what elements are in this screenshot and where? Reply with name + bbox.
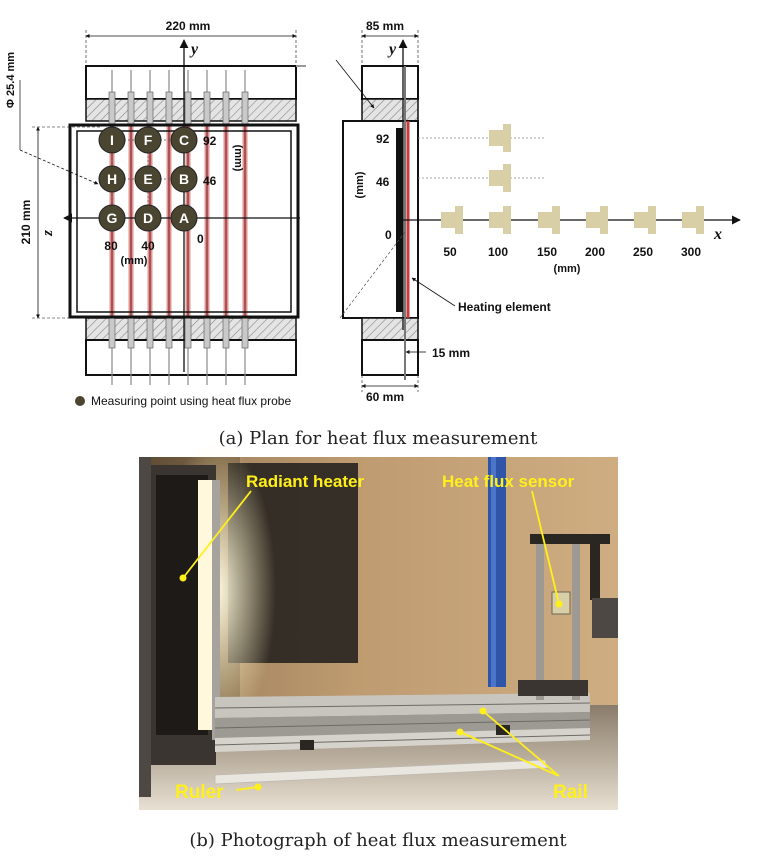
heat-flux-sensor-stand xyxy=(518,534,618,700)
measuring-point-d: D xyxy=(134,204,162,232)
heating-rod xyxy=(222,70,230,385)
front-y-axis-label: y xyxy=(189,41,199,58)
height-label: 210 mm xyxy=(19,200,33,245)
y-tick-46: 46 xyxy=(203,174,217,188)
x-tick-label: 100 xyxy=(488,245,508,259)
side-width-label: 85 mm xyxy=(366,19,404,33)
photo-panel: Radiant heater Heat flux sensor Ruler Ra… xyxy=(139,440,618,851)
z-tick-40: 40 xyxy=(141,239,155,253)
front-z-axis-label: z xyxy=(40,230,56,237)
heating-element-bar xyxy=(396,128,403,312)
sensor-guide-lines xyxy=(418,137,545,179)
x-tick-labels: 50 100 150 200 250 300 xyxy=(443,245,701,259)
diameter-label: Φ 25.4 mm xyxy=(5,52,17,108)
x-tick-label: 150 xyxy=(537,245,557,259)
side-y-tick-0: 0 xyxy=(385,228,392,242)
measuring-point-label: F xyxy=(144,132,153,148)
heating-element-label: Heating element xyxy=(458,300,551,314)
measuring-point-a: A xyxy=(170,204,198,232)
heat-flux-sensor-icon xyxy=(538,206,560,234)
width-dimension: 220 mm xyxy=(85,19,297,66)
measuring-point-i: I xyxy=(98,126,126,154)
measuring-point-label: I xyxy=(110,132,114,148)
heat-flux-sensor-label: Heat flux sensor xyxy=(442,472,575,491)
measuring-point-c: C xyxy=(170,126,198,154)
measuring-point-label: G xyxy=(107,210,118,226)
y-tick-92: 92 xyxy=(203,134,217,148)
measuring-point-label: A xyxy=(179,210,189,226)
heat-flux-sensor-icon xyxy=(682,206,704,234)
x-unit-label: (mm) xyxy=(554,263,581,275)
side-view: 85 mm y 92 46 0 (mm) 15 mm xyxy=(335,19,551,404)
blue-pipe xyxy=(488,457,506,687)
caption-a: (a) Plan for heat flux measurement xyxy=(219,428,538,449)
side-bottom-hatch xyxy=(361,317,419,341)
side-top-block xyxy=(361,65,419,100)
heat-flux-sensor-icon xyxy=(441,206,463,234)
x-axis-label: x xyxy=(713,226,722,243)
heat-flux-sensor-icon xyxy=(489,124,511,152)
heat-flux-sensor-icon xyxy=(489,164,511,192)
measuring-points: I F C H E B G D A xyxy=(98,126,198,232)
side-y-tick-92: 92 xyxy=(376,132,390,146)
heat-flux-sensor-icon xyxy=(634,206,656,234)
width-label: 220 mm xyxy=(166,19,211,33)
z-unit-label: (mm) xyxy=(121,255,148,267)
ruler-label: Ruler xyxy=(175,782,224,803)
radiant-heater-label: Radiant heater xyxy=(246,472,364,491)
sensor-positions xyxy=(441,124,704,234)
x-tick-label: 50 xyxy=(443,245,457,259)
heating-rod xyxy=(165,70,173,385)
ruler xyxy=(214,759,549,785)
side-y-axis-label: y xyxy=(387,41,397,58)
side-y-tick-46: 46 xyxy=(376,175,390,189)
measuring-point-label: D xyxy=(143,210,153,226)
heat-flux-sensor-icon xyxy=(586,206,608,234)
measuring-point-label: E xyxy=(143,171,152,187)
photo-annotations: Radiant heater Heat flux sensor Ruler Ra… xyxy=(175,472,588,803)
heating-rod xyxy=(127,70,135,385)
rail-label: Rail xyxy=(553,782,588,803)
caption-b: (b) Photograph of heat flux measurement xyxy=(189,830,567,851)
plan-diagram: 220 mm 210 mm Φ 25.4 mm y z xyxy=(5,19,741,449)
measuring-point-b: B xyxy=(170,165,198,193)
y-unit-label: (mm) xyxy=(232,145,244,172)
measuring-point-h: H xyxy=(98,165,126,193)
measuring-point-f: F xyxy=(134,126,162,154)
x-tick-label: 300 xyxy=(681,245,701,259)
x-tick-label: 200 xyxy=(585,245,605,259)
measuring-point-label: C xyxy=(179,132,189,148)
measuring-point-label: H xyxy=(107,171,117,187)
heat-flux-sensor-icon xyxy=(489,206,511,234)
heating-rod xyxy=(241,70,249,385)
side-bottom-block xyxy=(361,339,419,376)
depth-label: 60 mm xyxy=(366,390,404,404)
measuring-point-label: B xyxy=(179,171,189,187)
measuring-point-g: G xyxy=(98,204,126,232)
measuring-point-e: E xyxy=(134,165,162,193)
side-y-unit-label: (mm) xyxy=(354,171,366,198)
side-top-hatch xyxy=(361,98,419,122)
x-tick-label: 250 xyxy=(633,245,653,259)
z-tick-80: 80 xyxy=(104,239,118,253)
legend-point-marker xyxy=(75,396,85,406)
legend-label: Measuring point using heat flux probe xyxy=(91,394,291,408)
diameter-leader xyxy=(19,149,99,185)
height-dimension: 210 mm xyxy=(19,126,100,319)
z-tick-0: 0 xyxy=(197,232,204,246)
heating-rod xyxy=(203,70,211,385)
gap-label: 15 mm xyxy=(432,346,470,360)
